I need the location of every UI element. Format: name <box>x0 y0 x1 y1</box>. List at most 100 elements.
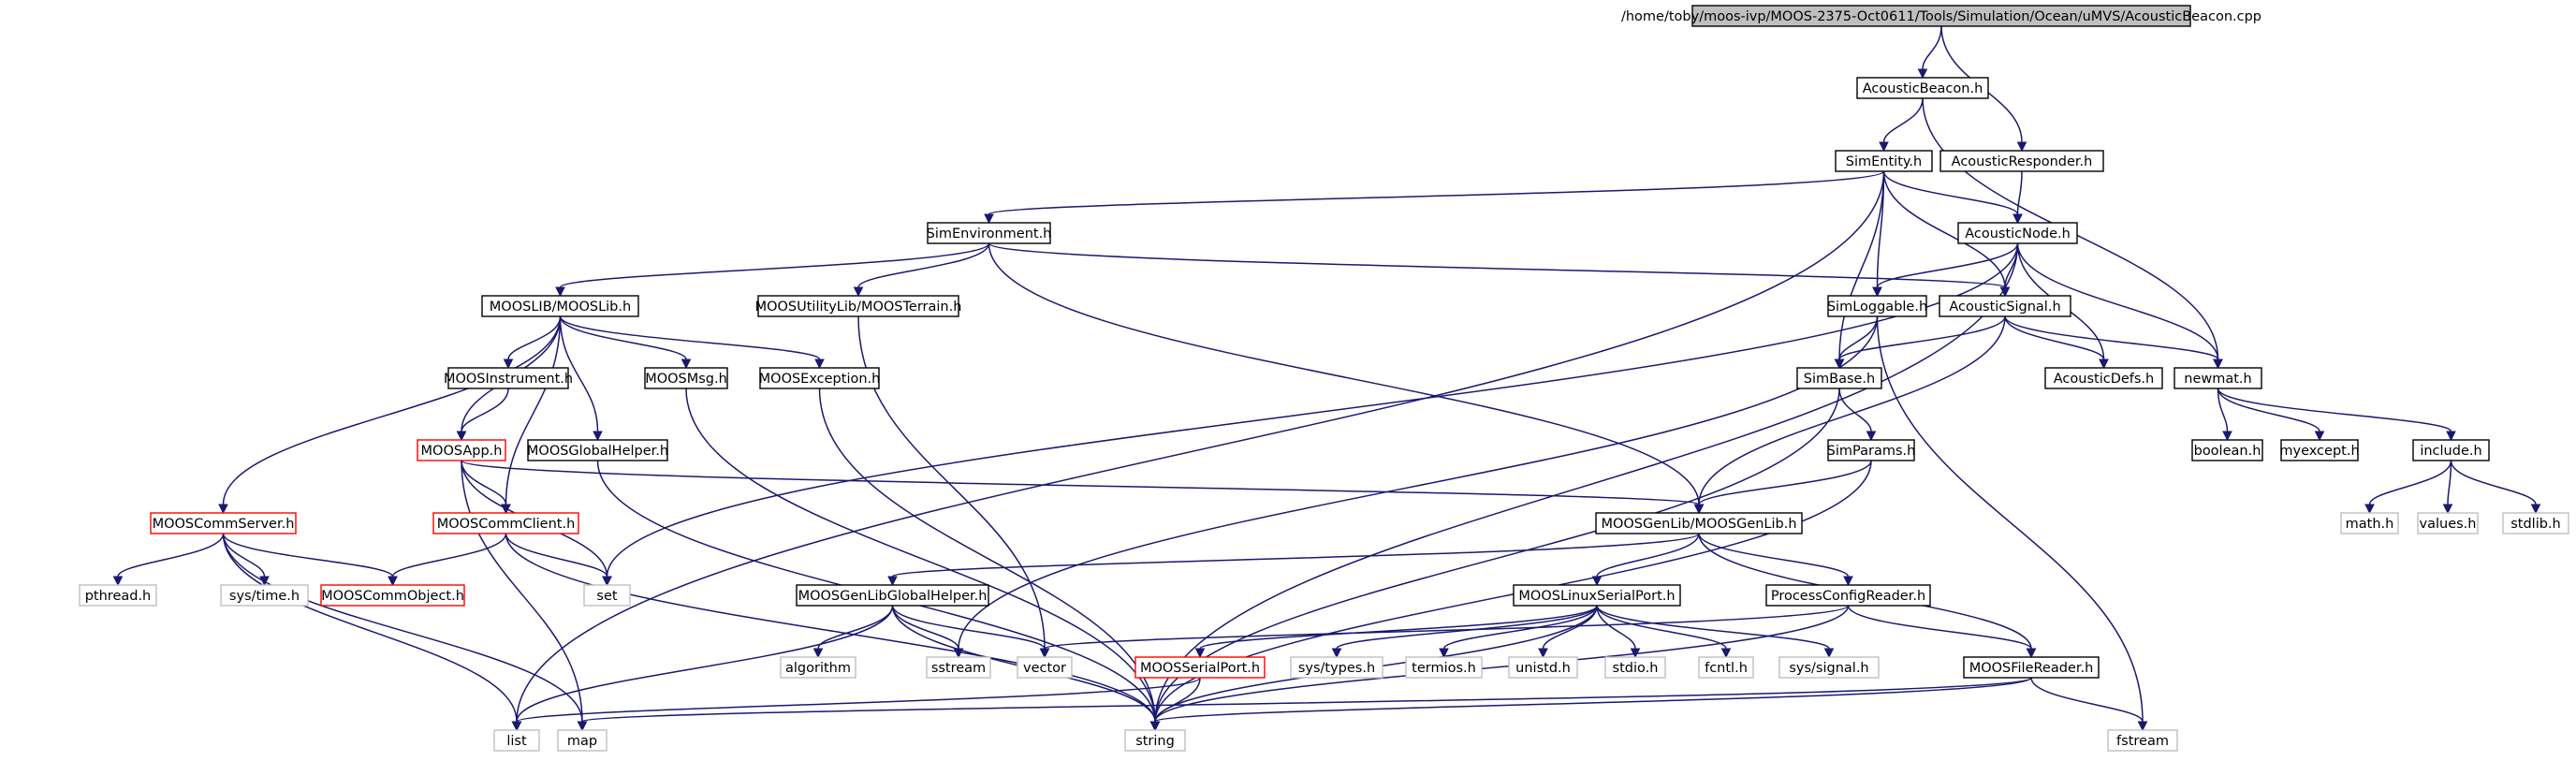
node-include[interactable]: include.h <box>2412 439 2490 461</box>
node-label: SimBase.h <box>1804 372 1875 387</box>
node-processconfigreader[interactable]: ProcessConfigReader.h <box>1765 584 1931 607</box>
edge-simentity-to-list <box>511 170 1885 732</box>
node-acousticsignal[interactable]: AcousticSignal.h <box>1939 295 2071 317</box>
edge-mooslib-to-mooscommclient <box>501 315 562 515</box>
edge-arrowhead <box>1843 576 1853 587</box>
edge-moosfilereader-to-fstream <box>2030 677 2148 732</box>
node-label: AcousticSignal.h <box>1949 300 2060 315</box>
edge-arrowhead <box>2012 213 2023 225</box>
edge-moosapp-to-mooscommclient <box>461 460 511 515</box>
node-mooscommclient[interactable]: MOOSCommClient.h <box>432 512 579 534</box>
edge-arrowhead <box>1693 504 1705 515</box>
node-box <box>2412 439 2490 461</box>
node-label: MOOSSerialPort.h <box>1140 661 1260 676</box>
node-label: algorithm <box>785 661 851 676</box>
edge-include-to-values <box>2442 460 2453 515</box>
edge-arrowhead <box>1879 141 1889 153</box>
node-label: unistd.h <box>1515 661 1571 676</box>
edge-newmat-to-include <box>2217 388 2456 442</box>
edge-arrowhead <box>1149 721 1161 732</box>
node-box <box>1124 729 1186 752</box>
node-mooscommserver[interactable]: MOOSCommServer.h <box>150 512 297 534</box>
edge-arrowhead <box>1834 359 1845 370</box>
node-box <box>759 367 880 389</box>
node-label: MOOSGenLib/MOOSGenLib.h <box>1601 517 1796 532</box>
node-simentity[interactable]: SimEntity.h <box>1835 150 1933 172</box>
node-label: SimParams.h <box>1827 444 1916 459</box>
node-simenvironment[interactable]: SimEnvironment.h <box>927 222 1052 244</box>
edge-arrowhead <box>681 359 692 370</box>
node-label: termios.h <box>1412 661 1476 676</box>
node-box <box>644 367 728 389</box>
edge-moosfilereader-to-string <box>1149 677 2032 732</box>
node-moosapp[interactable]: MOOSApp.h <box>417 439 506 461</box>
edge-arrowhead <box>887 576 898 587</box>
node-moosfilereader[interactable]: MOOSFileReader.h <box>1963 656 2100 679</box>
node-box <box>2280 439 2359 461</box>
edge-arrowhead <box>2530 504 2541 515</box>
node-moosterrain[interactable]: MOOSUtilityLib/MOOSTerrain.h <box>755 295 962 317</box>
edge-mooscommserver-to-list <box>222 533 522 732</box>
node-moosinstrument[interactable]: MOOSInstrument.h <box>444 367 573 389</box>
node-label: MOOSCommObject.h <box>321 589 464 604</box>
node-moosserialport[interactable]: MOOSSerialPort.h <box>1134 656 1266 679</box>
node-moosgloballhelper[interactable]: MOOSGlobalHelper.h <box>527 439 668 461</box>
edge-arrowhead <box>1439 648 1449 659</box>
node-moosmsg[interactable]: MOOSMsg.h <box>644 367 728 389</box>
edge-arrowhead <box>593 431 603 442</box>
edges-layer <box>112 25 2541 732</box>
node-mooscommobject[interactable]: MOOSCommObject.h <box>320 584 465 607</box>
node-box <box>1827 439 1915 461</box>
node-simloggable[interactable]: SimLoggable.h <box>1827 295 1927 317</box>
node-root[interactable]: /home/toby/moos-ivp/MOOS-2375-Oct0611/To… <box>1621 5 2261 27</box>
node-label: SimEntity.h <box>1846 154 1922 169</box>
edge-simbase-to-simparams <box>1838 388 1877 442</box>
node-moosexception[interactable]: MOOSException.h <box>759 367 881 389</box>
edge-arrowhead <box>2137 721 2148 732</box>
node-acousticdefs[interactable]: AcousticDefs.h <box>2044 367 2163 389</box>
node-mooslib[interactable]: MOOSLIB/MOOSLib.h <box>481 295 639 317</box>
node-label: vector <box>1023 661 1066 676</box>
edge-arrowhead <box>388 576 398 587</box>
edge-moosgenlib-to-moosgenlibglobalhelper <box>887 533 1700 587</box>
node-label: fstream <box>2116 734 2169 749</box>
node-label: sstream <box>931 661 986 676</box>
node-moosgenlib[interactable]: MOOSGenLib/MOOSGenLib.h <box>1595 512 1803 534</box>
node-label: MOOSGenLibGlobalHelper.h <box>798 589 988 604</box>
node-myexcept[interactable]: myexcept.h <box>2279 439 2360 461</box>
edge-include-to-stdlib <box>2450 460 2541 515</box>
node-boolean[interactable]: boolean.h <box>2191 439 2263 461</box>
edge-arrowhead <box>1720 648 1732 659</box>
node-label: fcntl.h <box>1705 661 1748 676</box>
node-mooslinuxserialport[interactable]: MOOSLinuxSerialPort.h <box>1513 584 1681 607</box>
edge-moosgenlibglobalhelper-to-vector <box>891 605 1050 659</box>
node-box <box>320 584 465 607</box>
node-pthread: pthread.h <box>79 584 157 607</box>
node-label: SimLoggable.h <box>1827 300 1927 315</box>
node-acousticresponder[interactable]: AcousticResponder.h <box>1939 150 2104 172</box>
node-label: sys/time.h <box>229 589 300 604</box>
edge-moosfilereader-to-map <box>577 677 2032 732</box>
node-box <box>2417 512 2479 534</box>
node-simbase[interactable]: SimBase.h <box>1796 367 1882 389</box>
node-moosgenlibglobalhelper[interactable]: MOOSGenLibGlobalHelper.h <box>796 584 989 607</box>
edge-arrowhead <box>2364 504 2375 515</box>
node-label: stdlib.h <box>2510 517 2561 532</box>
node-label: ProcessConfigReader.h <box>1771 589 1925 604</box>
node-label: MOOSException.h <box>759 372 881 387</box>
edge-mooscommserver-to-pthread <box>112 533 225 587</box>
node-simparams[interactable]: SimParams.h <box>1827 439 1916 461</box>
node-box <box>79 584 157 607</box>
edge-arrowhead <box>555 286 565 298</box>
node-box <box>1835 150 1933 172</box>
node-acousticbeacon[interactable]: AcousticBeacon.h <box>1856 77 1989 99</box>
edge-arrowhead <box>112 576 124 587</box>
node-newmat[interactable]: newmat.h <box>2174 367 2262 389</box>
node-box <box>1957 222 2078 244</box>
node-box <box>1939 295 2071 317</box>
node-label: sys/types.h <box>1298 661 1375 676</box>
node-label: values.h <box>2420 517 2477 532</box>
edge-mooslib-to-moosgloballhelper <box>559 315 603 442</box>
node-acousticnode[interactable]: AcousticNode.h <box>1957 222 2078 244</box>
node-label: MOOSUtilityLib/MOOSTerrain.h <box>755 300 962 315</box>
